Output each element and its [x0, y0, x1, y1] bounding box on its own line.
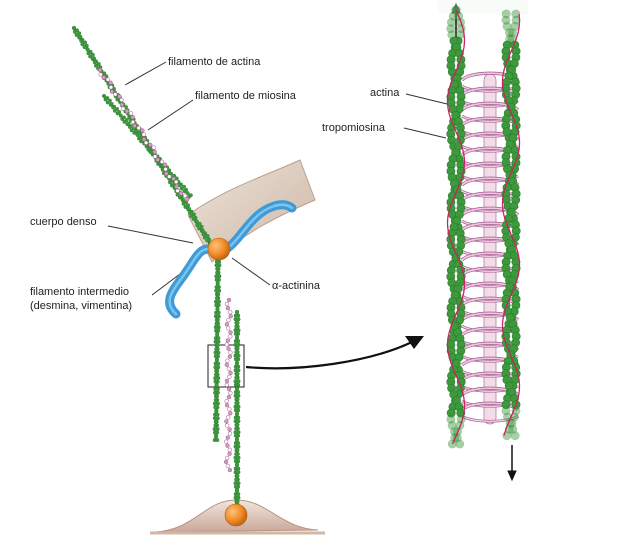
- zoom-actin-left-tropomyosin: [446, 9, 466, 445]
- arrow-up-icon: [451, 2, 461, 38]
- zoom-actin-left: [446, 5, 466, 449]
- actin-filament-lower-left: [212, 256, 222, 443]
- zoom-actin-right-tropomyosin: [501, 13, 521, 436]
- myosin-filament-upper: [97, 67, 190, 202]
- label-dense-body: cuerpo denso: [30, 216, 97, 228]
- arrow-down-icon: [507, 445, 517, 482]
- label-actin-filament: filamento de actina: [168, 56, 261, 68]
- label-alpha-actinin: α-actinina: [272, 280, 320, 292]
- label-intermediate-filament: filamento intermedio: [30, 286, 130, 298]
- myosin-filament-lower: [223, 297, 233, 473]
- label-myosin-filament: filamento de miosina: [195, 90, 296, 102]
- label-tropomyosin: tropomiosina: [322, 122, 385, 134]
- zoomed-filament-detail: [438, 0, 528, 449]
- curved-arrow-icon: [245, 336, 424, 370]
- label-actin: actina: [370, 87, 400, 99]
- actin-filament-lower-right: [233, 310, 241, 508]
- left-filament-assembly: [71, 26, 297, 508]
- membrane-dense-body-sphere: [224, 503, 248, 527]
- dense-body-sphere: [207, 237, 231, 261]
- label-intermediate-filament-proteins: (desmina, vimentina): [30, 300, 133, 312]
- actin-filament-upper-short: [102, 94, 193, 199]
